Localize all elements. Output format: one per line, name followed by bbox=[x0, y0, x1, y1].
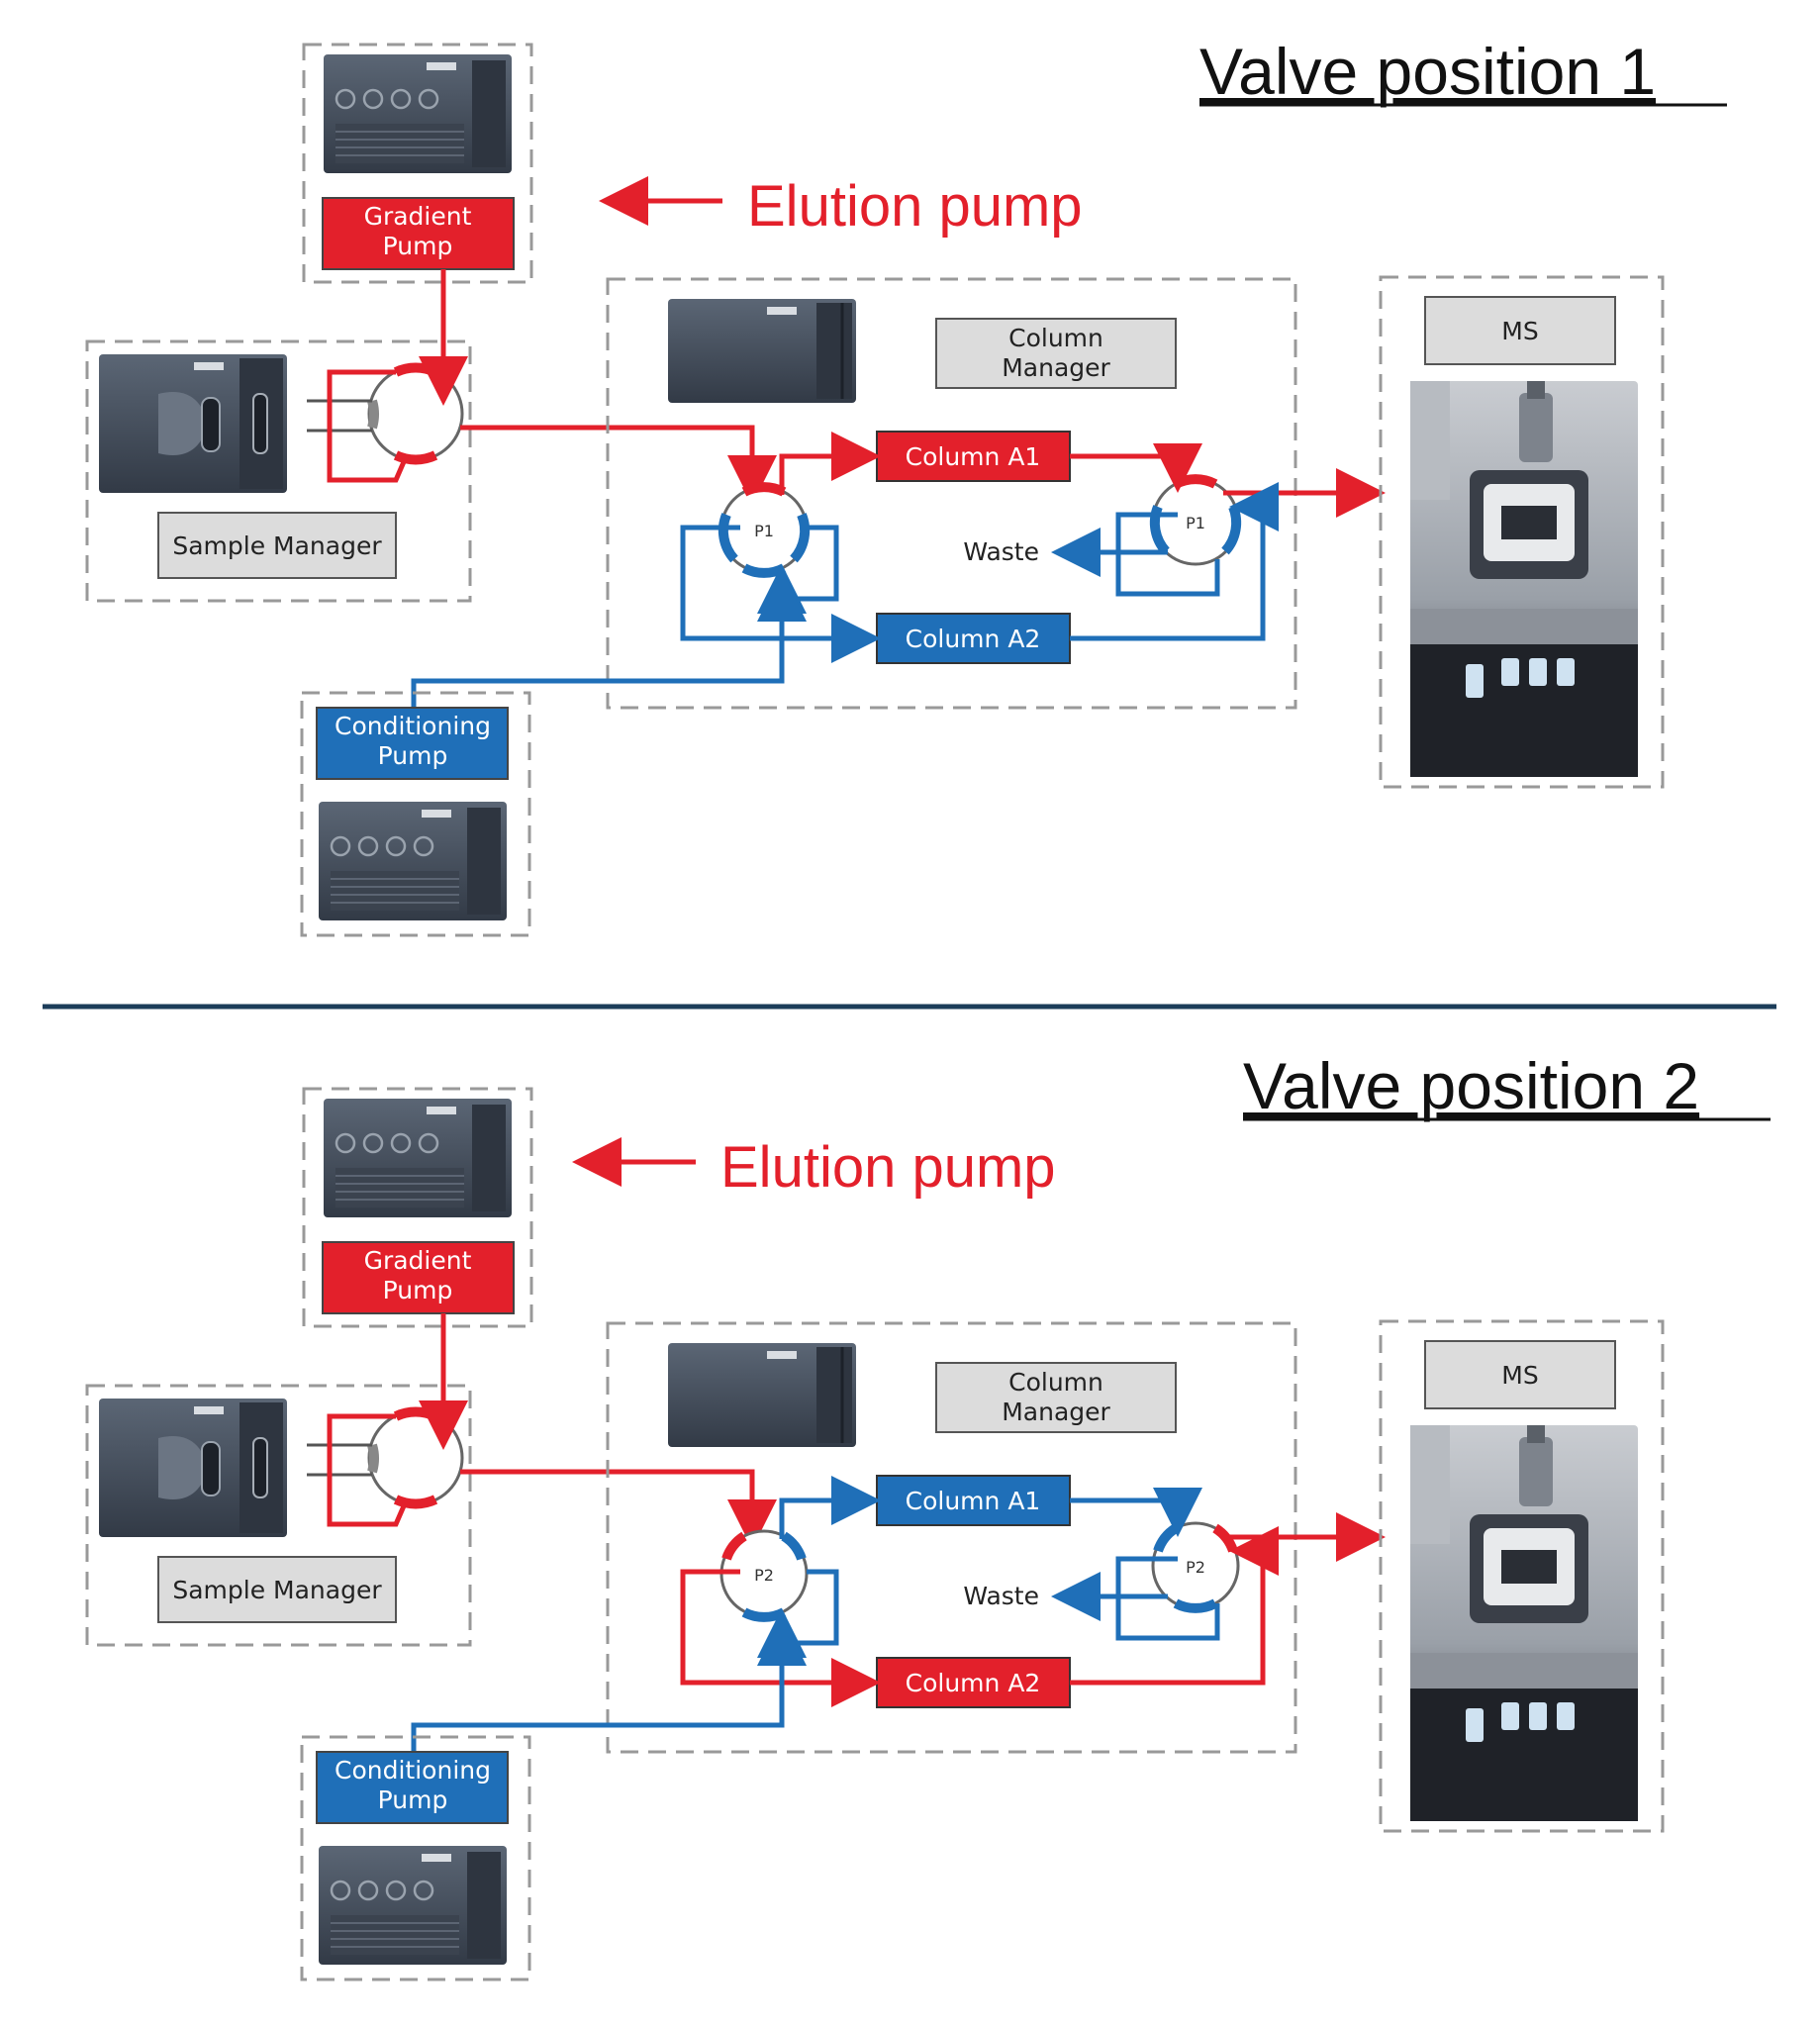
ms-group bbox=[1379, 1319, 1665, 1833]
column-manager-instrument bbox=[666, 1341, 858, 1449]
sample-manager-label: Sample Manager bbox=[172, 1576, 382, 1604]
column-a2-box bbox=[876, 1657, 1071, 1708]
waste-label: Waste bbox=[963, 537, 1039, 566]
ms-group bbox=[1379, 275, 1665, 789]
sample-manager-box bbox=[157, 512, 397, 579]
conditioning-pump-group bbox=[300, 691, 531, 937]
gradient-pump-group bbox=[302, 1087, 533, 1328]
column-a2-box bbox=[876, 613, 1071, 664]
gradient-pump-box bbox=[322, 1241, 515, 1314]
switching-valve-left-label: P1 bbox=[754, 522, 774, 540]
column-a1-box bbox=[876, 1475, 1071, 1526]
injection-valve bbox=[367, 365, 464, 462]
conditioning-pump-box bbox=[316, 707, 509, 780]
ms-box bbox=[1424, 296, 1616, 365]
sample-manager-group bbox=[85, 339, 472, 603]
column-a2-label: Column A2 bbox=[906, 625, 1041, 653]
switching-valve-left-label: P2 bbox=[754, 1566, 774, 1585]
gradient-pump-instrument bbox=[322, 1097, 514, 1219]
column-manager-instrument bbox=[666, 297, 858, 405]
switching-valve-right-label: P1 bbox=[1186, 514, 1205, 532]
sample-manager-instrument bbox=[98, 353, 288, 494]
ms-label: MS bbox=[1501, 317, 1538, 345]
waste-label: Waste bbox=[963, 1582, 1039, 1610]
sample-manager-instrument bbox=[98, 1398, 288, 1538]
switching-valve-right-label: P2 bbox=[1186, 1558, 1205, 1577]
column-manager-box bbox=[935, 318, 1177, 389]
conditioning-pump-instrument bbox=[317, 1844, 509, 1967]
sample-manager-group bbox=[85, 1384, 472, 1647]
elution-pump-label: Elution pump bbox=[720, 1135, 1056, 1200]
sample-manager-box bbox=[157, 1556, 397, 1623]
gradient-pump-box bbox=[322, 197, 515, 270]
panel-title: Valve position 2 bbox=[1243, 1049, 1699, 1122]
elution-pump-label: Elution pump bbox=[747, 174, 1083, 239]
ms-label: MS bbox=[1501, 1361, 1538, 1390]
column-a1-label: Column A1 bbox=[906, 442, 1041, 471]
conditioning-pump-group bbox=[300, 1735, 531, 1981]
ms-box bbox=[1424, 1340, 1616, 1409]
injection-valve bbox=[367, 1409, 464, 1506]
column-manager-box bbox=[935, 1362, 1177, 1433]
gradient-pump-instrument bbox=[322, 52, 514, 175]
column-a2-label: Column A2 bbox=[906, 1669, 1041, 1697]
ms-instrument bbox=[1410, 381, 1638, 777]
conditioning-pump-box bbox=[316, 1751, 509, 1824]
conditioning-pump-instrument bbox=[317, 800, 509, 922]
ms-instrument bbox=[1410, 1425, 1638, 1821]
injection-valve-loop bbox=[367, 399, 379, 430]
gradient-pump-group bbox=[302, 43, 533, 284]
column-a1-label: Column A1 bbox=[906, 1487, 1041, 1515]
sample-manager-label: Sample Manager bbox=[172, 531, 382, 560]
panel-title: Valve position 1 bbox=[1199, 35, 1656, 108]
